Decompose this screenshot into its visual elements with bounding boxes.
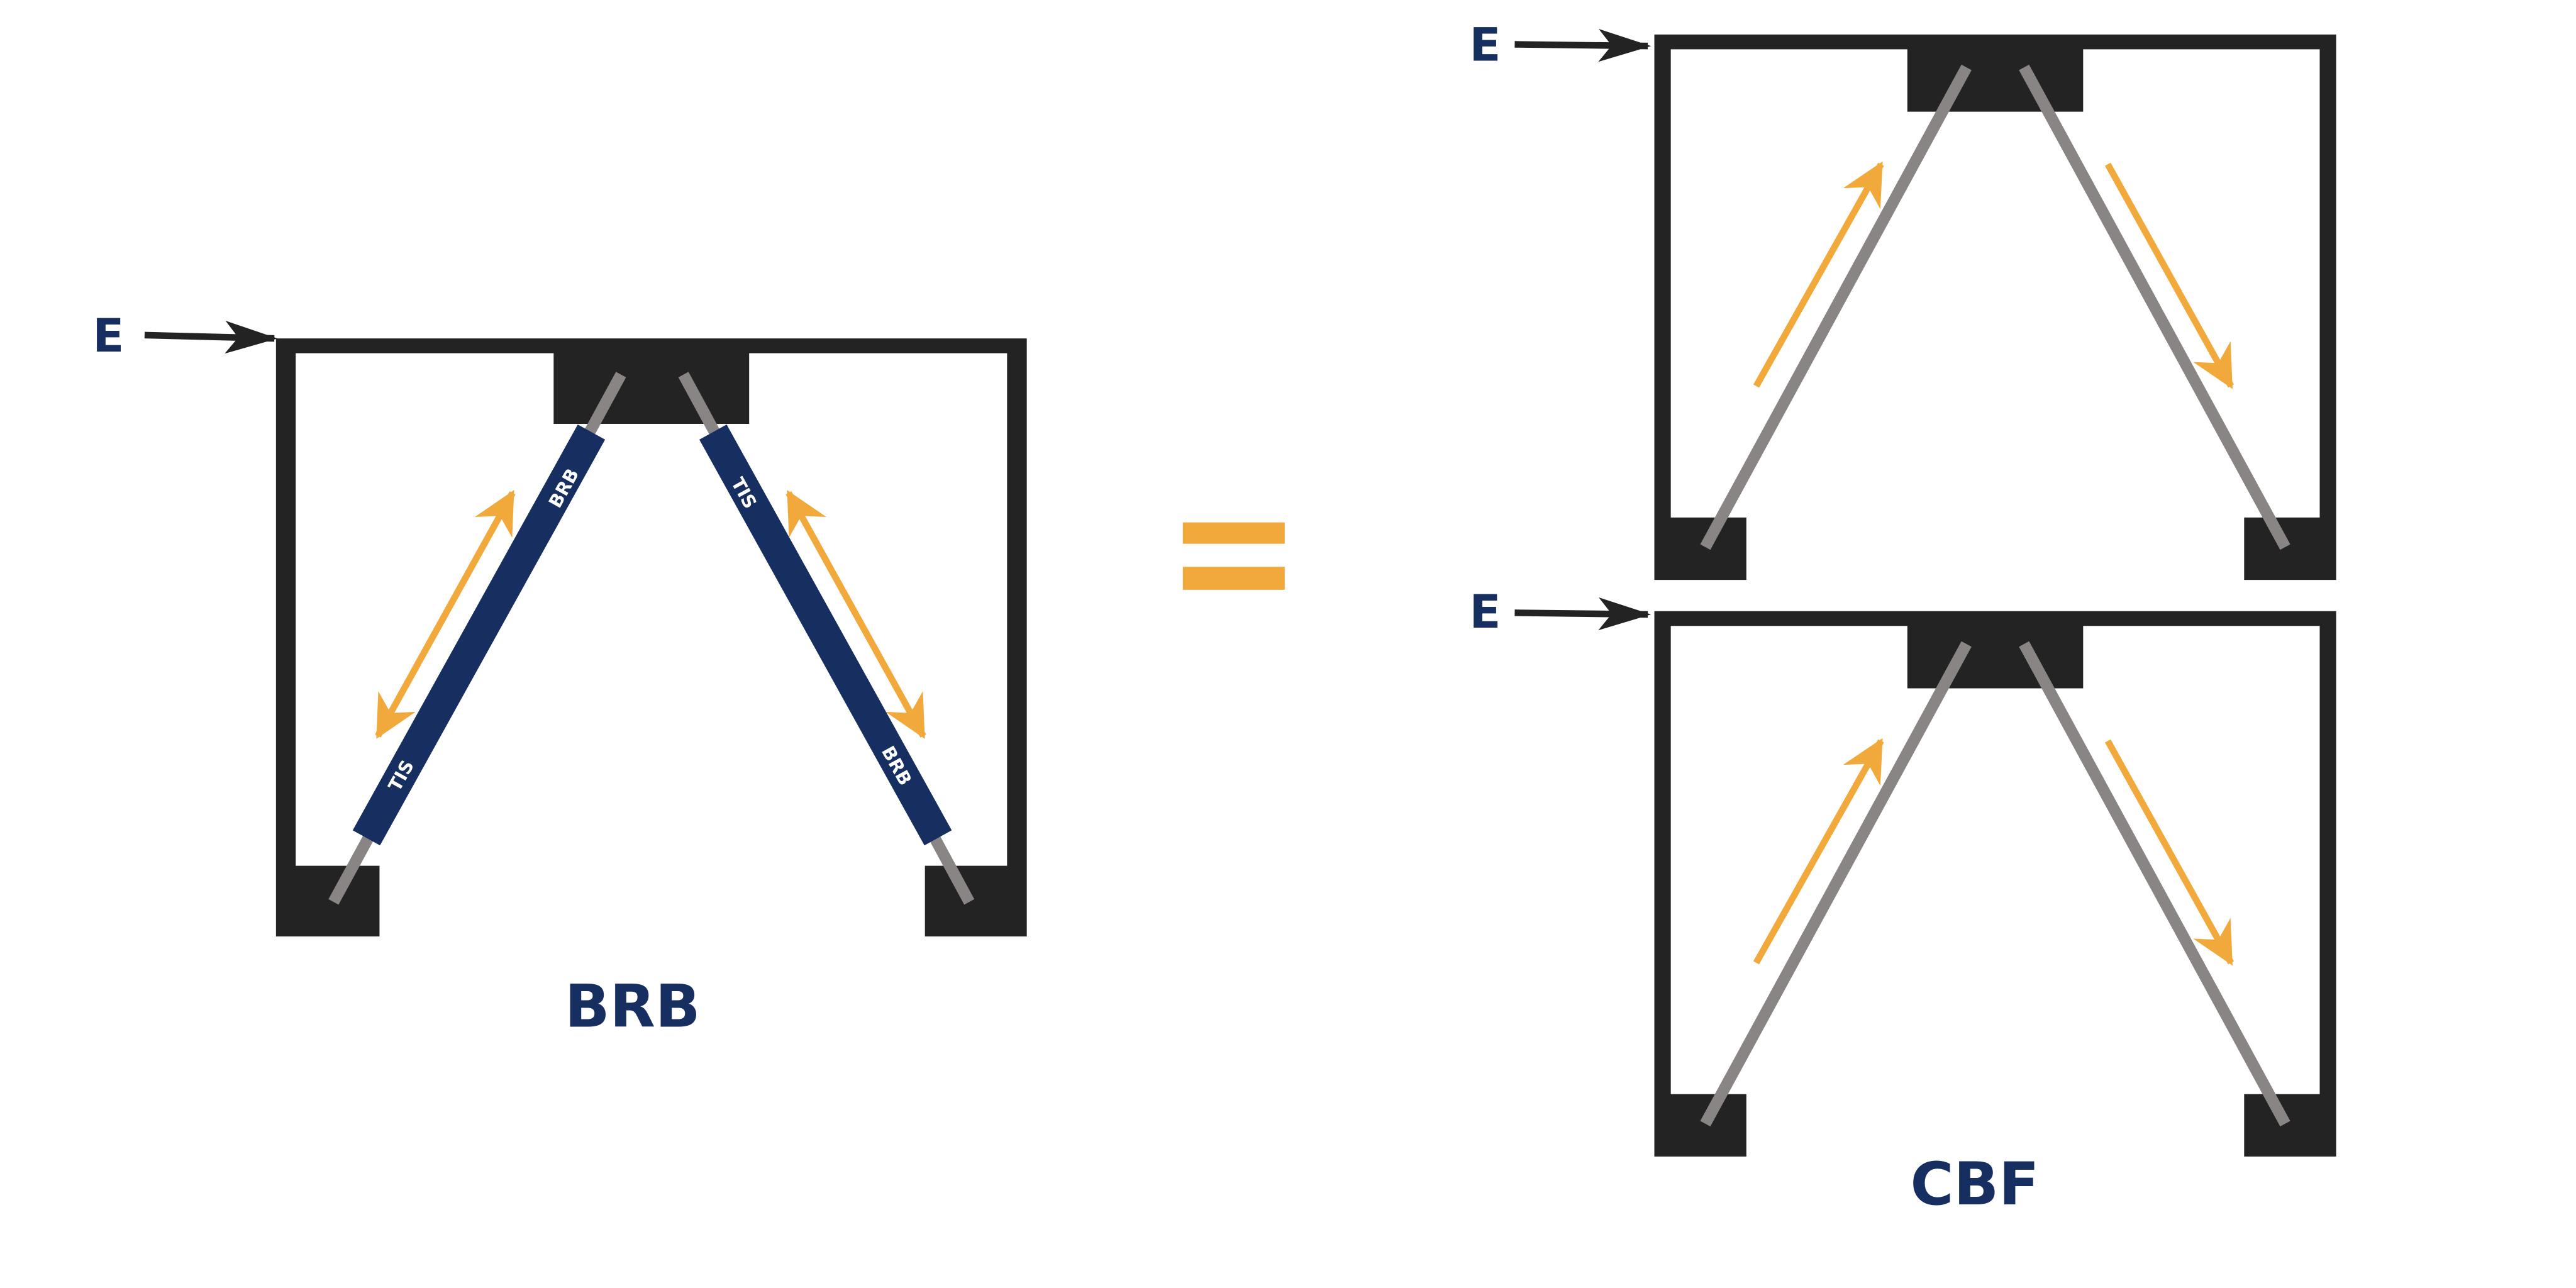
load-label: E — [1469, 586, 1501, 639]
load-arrow — [1514, 29, 1652, 62]
brace-left — [1700, 64, 1972, 550]
brb-title: BRB — [565, 973, 701, 1041]
equals-sign: = — [1182, 522, 1285, 590]
frame-structure — [275, 338, 1027, 936]
force-arrow-left — [375, 490, 516, 739]
cbf-frame-top: E — [1469, 19, 2336, 580]
cbf-frame-bottom: E — [1469, 586, 2336, 1157]
compression-arrow — [1753, 161, 1884, 388]
frame-structure — [1654, 611, 2336, 1157]
svg-text:=: = — [1234, 557, 1235, 559]
tension-arrow — [2104, 162, 2234, 389]
brace-right — [2019, 64, 2290, 550]
tension-arrow — [2104, 739, 2234, 966]
load-label: E — [1469, 19, 1501, 72]
frame-structure — [1654, 34, 2336, 580]
load-label: E — [92, 309, 124, 363]
brace-left — [1700, 641, 1972, 1127]
brace-right — [2019, 641, 2290, 1127]
compression-arrow — [1753, 738, 1884, 965]
brb-frame: BRB TIS TIS BRB E BRB — [92, 309, 1027, 1041]
cbf-title: CBF — [1910, 1150, 2039, 1219]
load-arrow — [144, 321, 278, 354]
force-arrow-right — [786, 490, 926, 739]
load-arrow — [1514, 597, 1652, 631]
